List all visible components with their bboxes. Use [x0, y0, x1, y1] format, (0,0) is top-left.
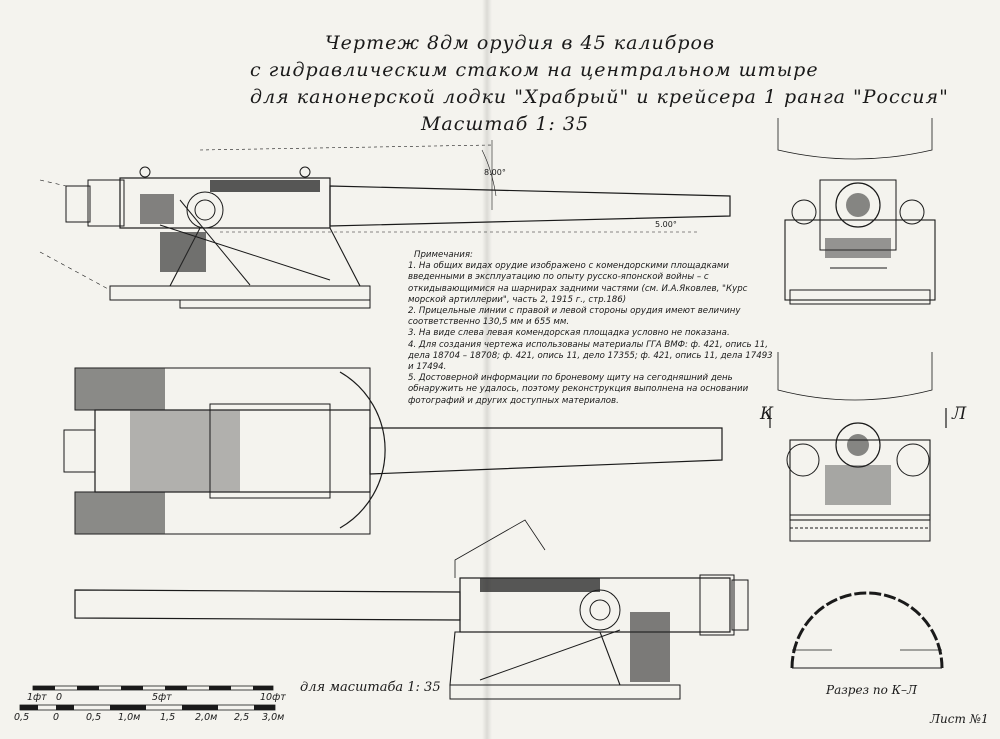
scale-bar-graphic — [19, 685, 276, 711]
side-view-gun-lower — [74, 519, 749, 700]
scale-tick-feet: 0 — [56, 692, 63, 703]
scale-tick-feet: 5фт — [152, 692, 172, 703]
front-view-section — [777, 352, 933, 542]
scale-tick-meter: 1,0м — [118, 712, 141, 723]
note-item: 2. Прицельные линии с правой и левой сто… — [408, 306, 741, 328]
front-view-upper — [777, 118, 936, 305]
depression-angle-label: 5.00° — [655, 220, 677, 229]
scale-tick-feet: 10фт — [260, 692, 286, 703]
notes-heading: Примечания: — [414, 250, 473, 260]
note-item: 3. На виде слева левая комендорская площ… — [408, 328, 730, 339]
section-label-l: Л — [952, 404, 967, 424]
note-item: 5. Достоверной информации по броневому щ… — [408, 373, 749, 406]
title-line-3: для канонерской лодки "Храбрый" и крейсе… — [250, 86, 949, 108]
scale-tick-meter: 1,5 — [160, 712, 176, 723]
scale-tick-meter: 3,0м — [262, 712, 285, 723]
drawing-title: Чертеж 8дм орудия в 45 калибров с гидрав… — [250, 30, 949, 138]
scale-tick-feet: 1фт — [27, 692, 47, 703]
scale-tick-meter: 0,5 — [86, 712, 102, 723]
scale-tick-meter: 0 — [53, 712, 60, 723]
elevation-angle-label: 8.00° — [484, 168, 506, 177]
page-fold — [482, 0, 492, 739]
note-item: 4. Для создания чертежа использованы мат… — [408, 339, 773, 373]
title-line-2: с гидравлическим стаком на центральном ш… — [250, 59, 819, 81]
title-scale: Масштаб 1: 35 — [420, 113, 590, 135]
notes-block: Примечания: 1. На общих видах орудие изо… — [408, 250, 778, 407]
scale-caption: для масштаба 1: 35 — [300, 680, 441, 695]
note-item: 1. На общих видах орудие изображено с ко… — [408, 261, 748, 305]
section-arc — [790, 591, 944, 669]
scale-tick-meter: 2,5 — [234, 712, 250, 723]
side-view-gun — [39, 140, 731, 309]
scale-tick-meter: 2,0м — [195, 712, 218, 723]
title-line-1: Чертеж 8дм орудия в 45 калибров — [324, 32, 715, 54]
section-label-k: К — [760, 404, 774, 424]
section-caption: Разрез по К–Л — [826, 683, 917, 697]
plan-view-gun — [63, 367, 723, 535]
scale-tick-meter: 0,5 — [14, 712, 30, 723]
sheet-number: Лист №1 — [930, 712, 989, 726]
